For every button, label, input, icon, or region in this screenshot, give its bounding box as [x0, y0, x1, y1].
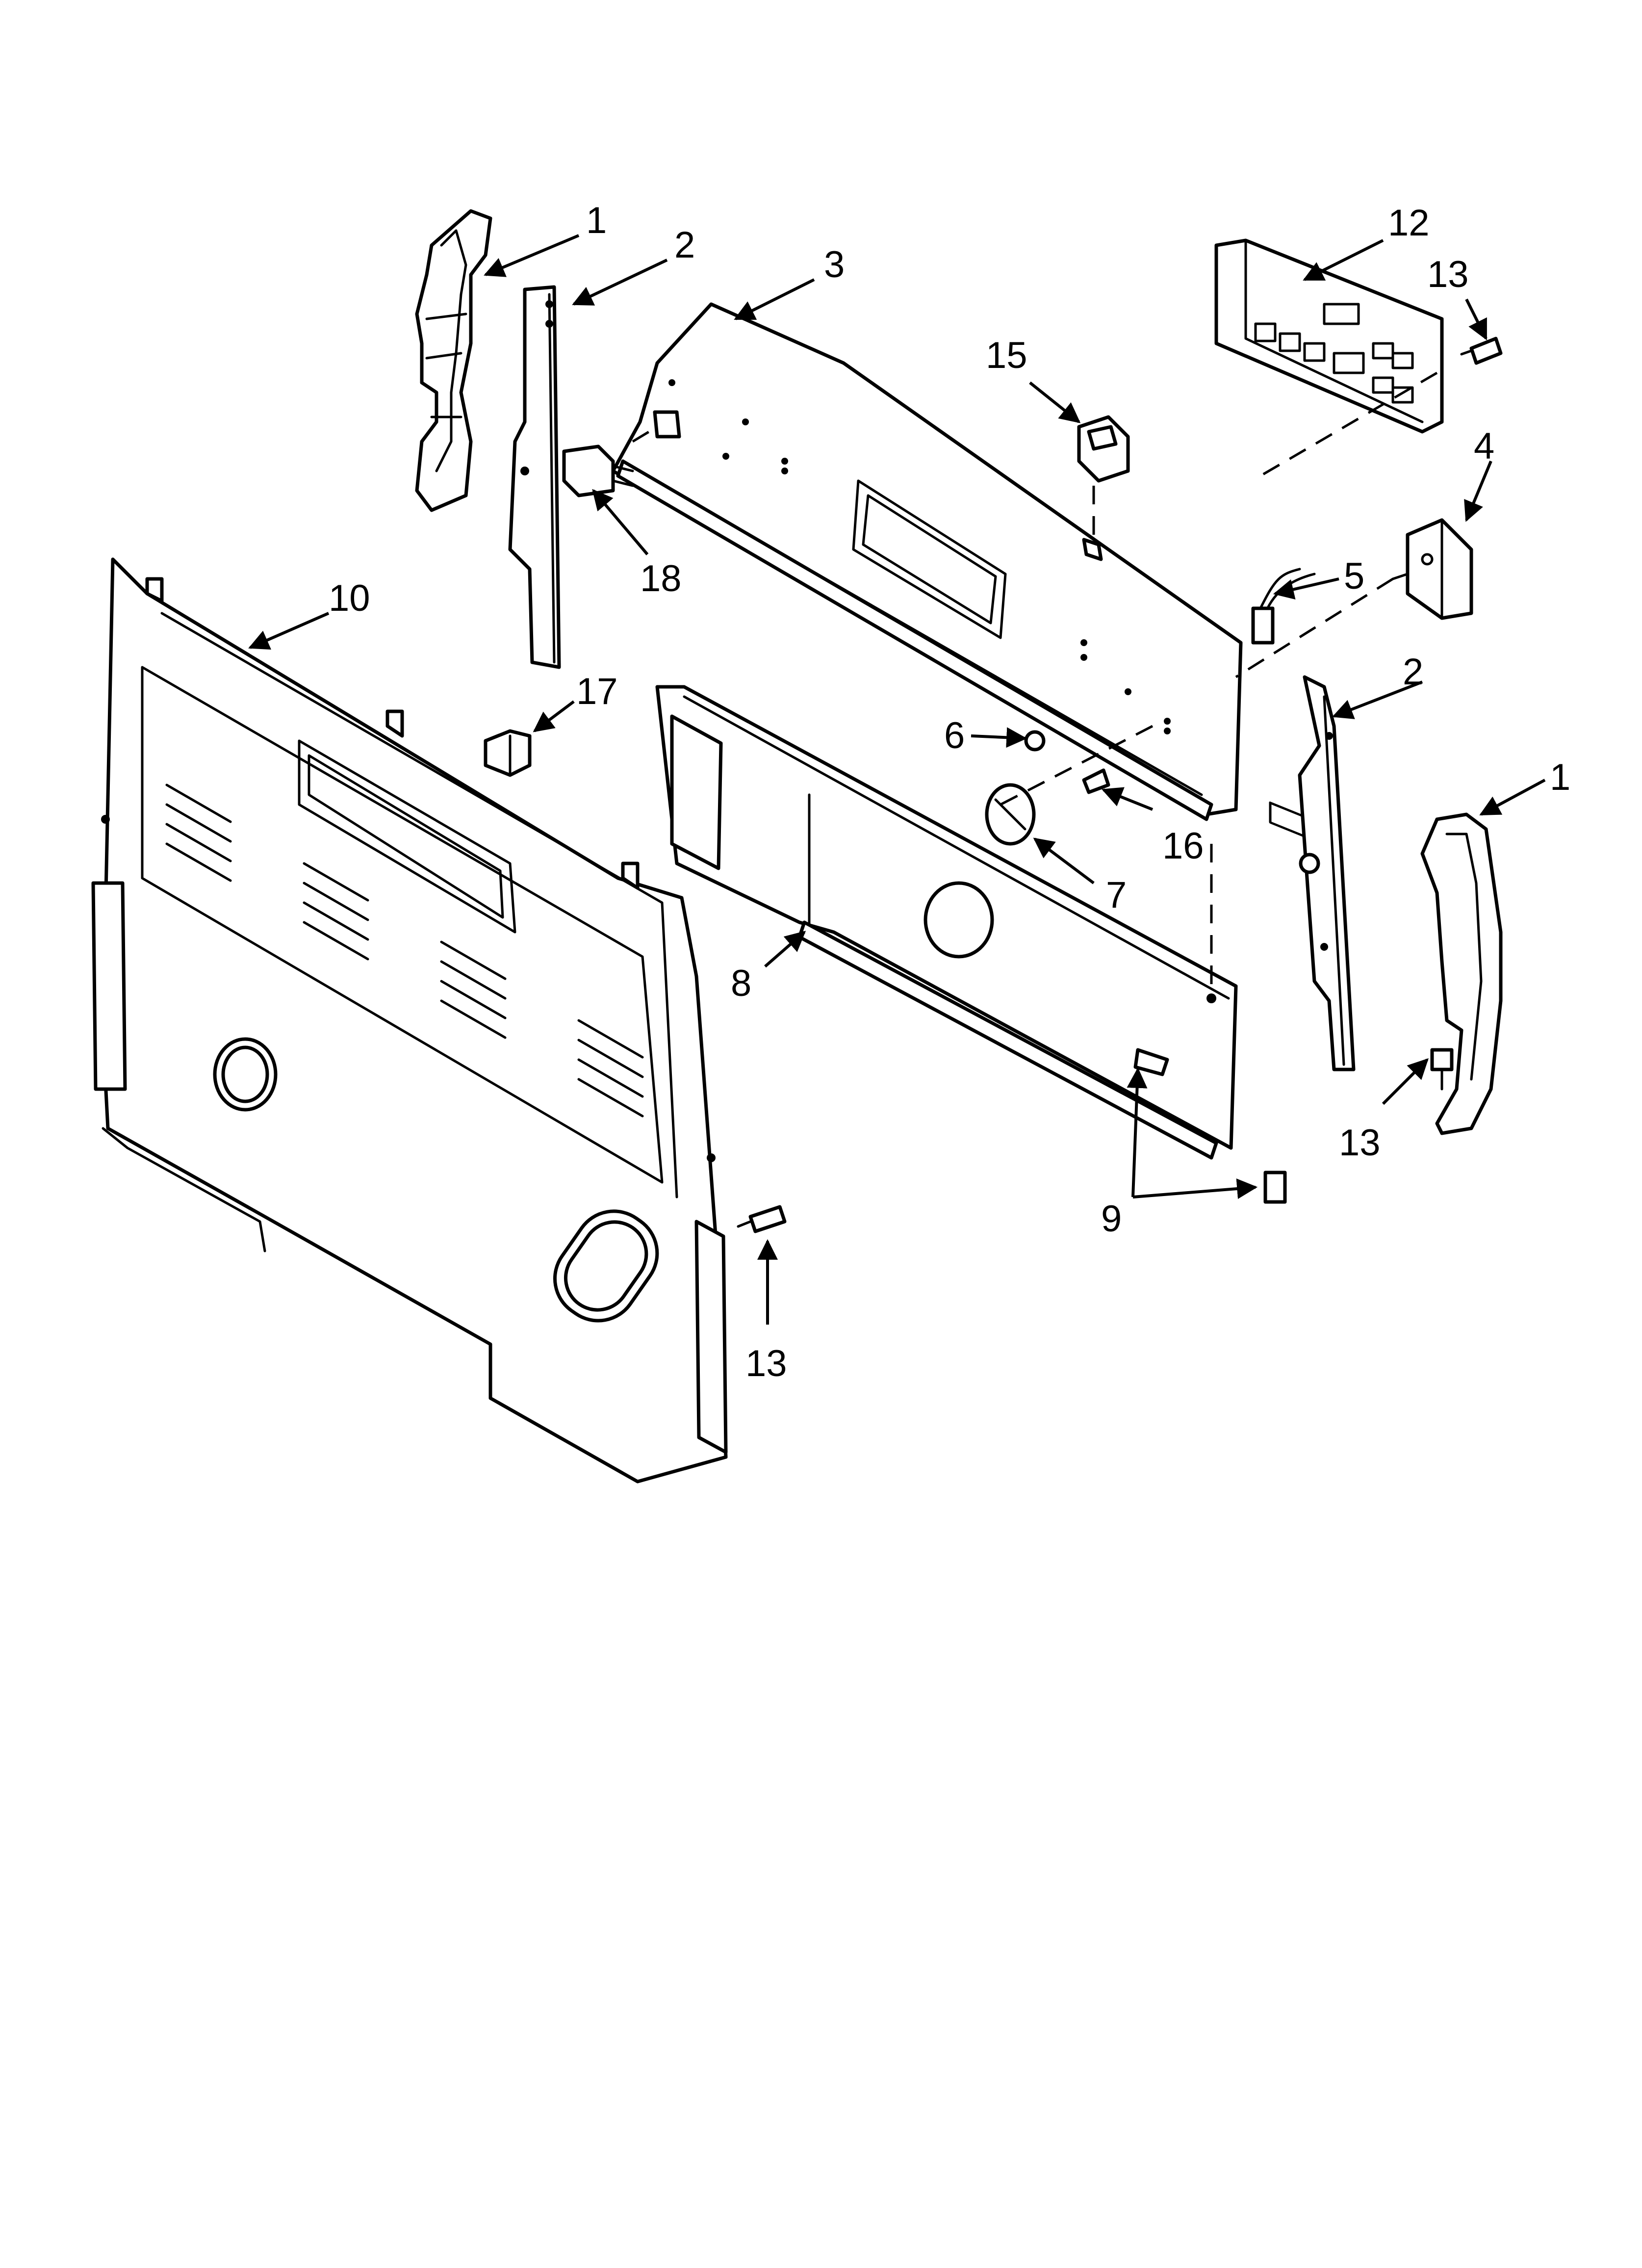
infinite-switch [1391, 518, 1473, 620]
screw-13-bottom [737, 1205, 787, 1233]
callout-18: 18 [640, 558, 682, 600]
switch-15 [1077, 415, 1130, 483]
vent-slots [165, 783, 644, 1118]
wire-harness [1251, 568, 1316, 645]
alignment-lines [632, 371, 1438, 991]
callout-16: 16 [1162, 825, 1204, 867]
callout-5: 5 [1344, 555, 1364, 597]
callout-6: 6 [944, 715, 965, 756]
clip-17 [484, 729, 532, 777]
callout-1-right: 1 [1550, 756, 1570, 798]
callout-1-left: 1 [586, 200, 607, 241]
leader-arrows [248, 234, 1546, 1325]
callout-10: 10 [329, 577, 370, 619]
knob-7 [985, 783, 1036, 846]
callout-12: 12 [1388, 202, 1430, 244]
screw-6 [1024, 730, 1046, 752]
callout-7: 7 [1106, 874, 1127, 916]
end-cap-left [415, 209, 492, 512]
side-bracket-left [508, 285, 561, 669]
callout-17: 17 [576, 671, 618, 712]
screw-9-b [1263, 1171, 1287, 1204]
callout-9: 9 [1101, 1198, 1122, 1240]
rear-panel [91, 557, 728, 1484]
side-bracket-right [1298, 675, 1356, 1071]
callout-13-upper: 13 [1427, 254, 1469, 295]
screw-13-upper [1460, 337, 1503, 365]
callout-4: 4 [1474, 425, 1494, 467]
lower-console-panel [655, 685, 1238, 1160]
callout-3: 3 [824, 244, 845, 286]
callout-2-right: 2 [1403, 651, 1423, 693]
callout-15: 15 [986, 335, 1027, 376]
callout-labels: 1 2 3 12 13 15 4 18 5 10 17 2 1 6 16 7 8… [329, 200, 1570, 1384]
callout-13-bottom: 13 [745, 1343, 787, 1384]
callout-13-right: 13 [1339, 1122, 1381, 1164]
end-cap-right [1420, 812, 1503, 1135]
screw-16 [1082, 768, 1110, 794]
control-board [1214, 238, 1444, 842]
upper-console-panel [611, 302, 1243, 821]
screw-13-right [1430, 1048, 1454, 1091]
callout-8: 8 [731, 963, 751, 1004]
callout-2-left: 2 [674, 224, 695, 266]
